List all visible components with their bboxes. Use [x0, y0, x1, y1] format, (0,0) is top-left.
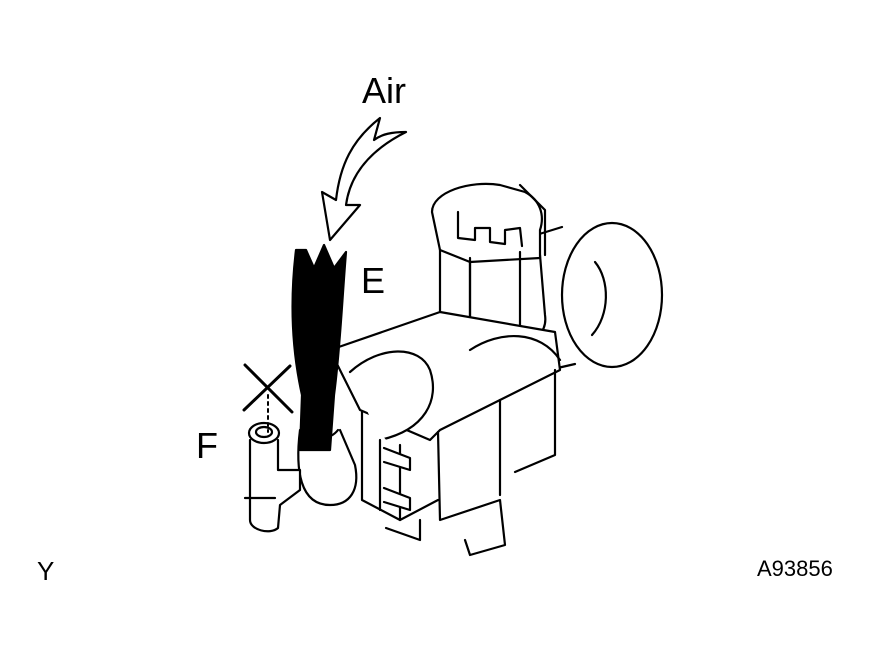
figure-code-label: A93856 — [757, 556, 833, 581]
valve-body — [328, 310, 562, 557]
port-e-label: E — [361, 260, 386, 301]
curved-arrow-icon — [320, 116, 408, 242]
port-f-label: F — [196, 425, 218, 466]
port-f-pipe — [243, 421, 302, 533]
x-mark-icon — [242, 363, 294, 433]
air-label: Air — [362, 70, 406, 111]
corner-mark-label: Y — [37, 556, 55, 586]
air-hose — [291, 243, 348, 452]
